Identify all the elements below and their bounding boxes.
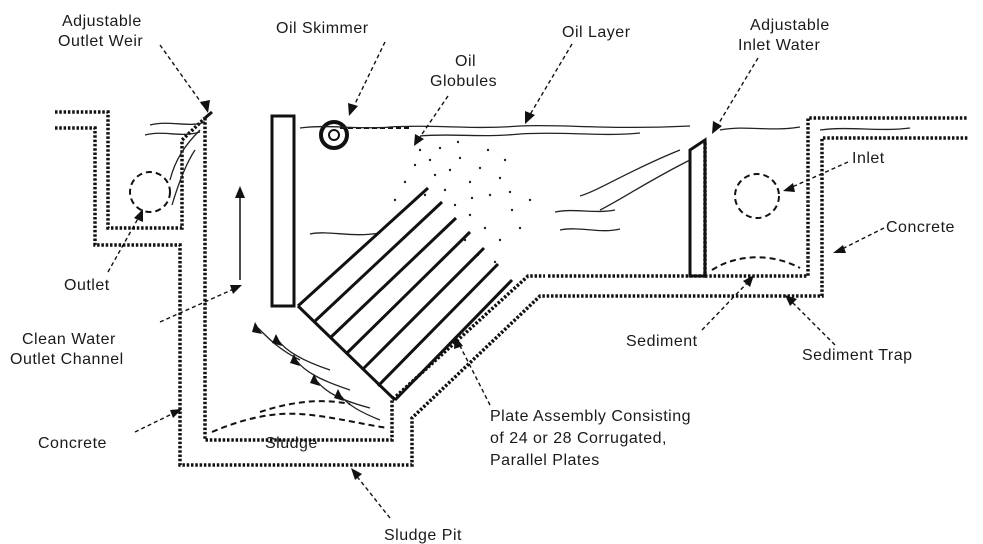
inlet-baffle [270, 114, 296, 308]
outer-concrete-wall [55, 126, 968, 467]
inlet-pipe [734, 173, 780, 219]
outlet-flow-2 [171, 149, 196, 206]
label-concrete-left: Concrete [38, 435, 107, 452]
label-adjustable-outlet-weir-1: Adjustable [62, 13, 142, 30]
label-outlet: Outlet [64, 277, 110, 294]
oil-skimmer-pipe [319, 120, 410, 150]
label-pointers [107, 41, 885, 519]
clean-water-up-arrow [235, 186, 245, 280]
outlet-weir [204, 110, 213, 120]
label-plate-assembly-1: Plate Assembly Consisting [490, 408, 691, 425]
flow-arrows [252, 322, 381, 421]
label-sediment-trap: Sediment Trap [802, 347, 913, 364]
plate-assembly [296, 186, 514, 402]
outlet-box-wall [55, 110, 207, 230]
label-sludge-pit: Sludge Pit [384, 527, 462, 544]
water-surface [144, 121, 911, 236]
inlet-chamber-wall [548, 140, 707, 278]
label-adjustable-inlet-water-1: Adjustable [750, 17, 830, 34]
sediment-deposit [711, 256, 801, 271]
label-oil-globules-2: Globules [430, 73, 497, 90]
label-oil-layer: Oil Layer [562, 24, 631, 41]
label-clean-water-2: Outlet Channel [10, 351, 124, 368]
inlet-weir [688, 137, 707, 278]
oil-globules [393, 140, 532, 264]
label-concrete-right: Concrete [886, 219, 955, 236]
outlet-flow [169, 129, 201, 181]
label-adjustable-inlet-water-2: Inlet Water [738, 37, 820, 54]
sediment-trap-wall [705, 116, 968, 278]
label-oil-skimmer: Oil Skimmer [276, 20, 369, 37]
sludge-deposit [211, 412, 389, 433]
label-sludge: Sludge [265, 435, 318, 452]
outlet-pipe [129, 171, 171, 213]
label-clean-water-1: Clean Water [22, 331, 116, 348]
label-inlet: Inlet [852, 150, 885, 167]
label-oil-globules-1: Oil [455, 53, 476, 70]
label-plate-assembly-3: Parallel Plates [490, 452, 600, 469]
label-adjustable-outlet-weir-2: Outlet Weir [58, 33, 143, 50]
label-sediment: Sediment [626, 333, 698, 350]
sludge-deposit-2 [259, 400, 351, 413]
clean-water-channel-wall [203, 118, 545, 442]
label-plate-assembly-2: of 24 or 28 Corrugated, [490, 430, 667, 447]
